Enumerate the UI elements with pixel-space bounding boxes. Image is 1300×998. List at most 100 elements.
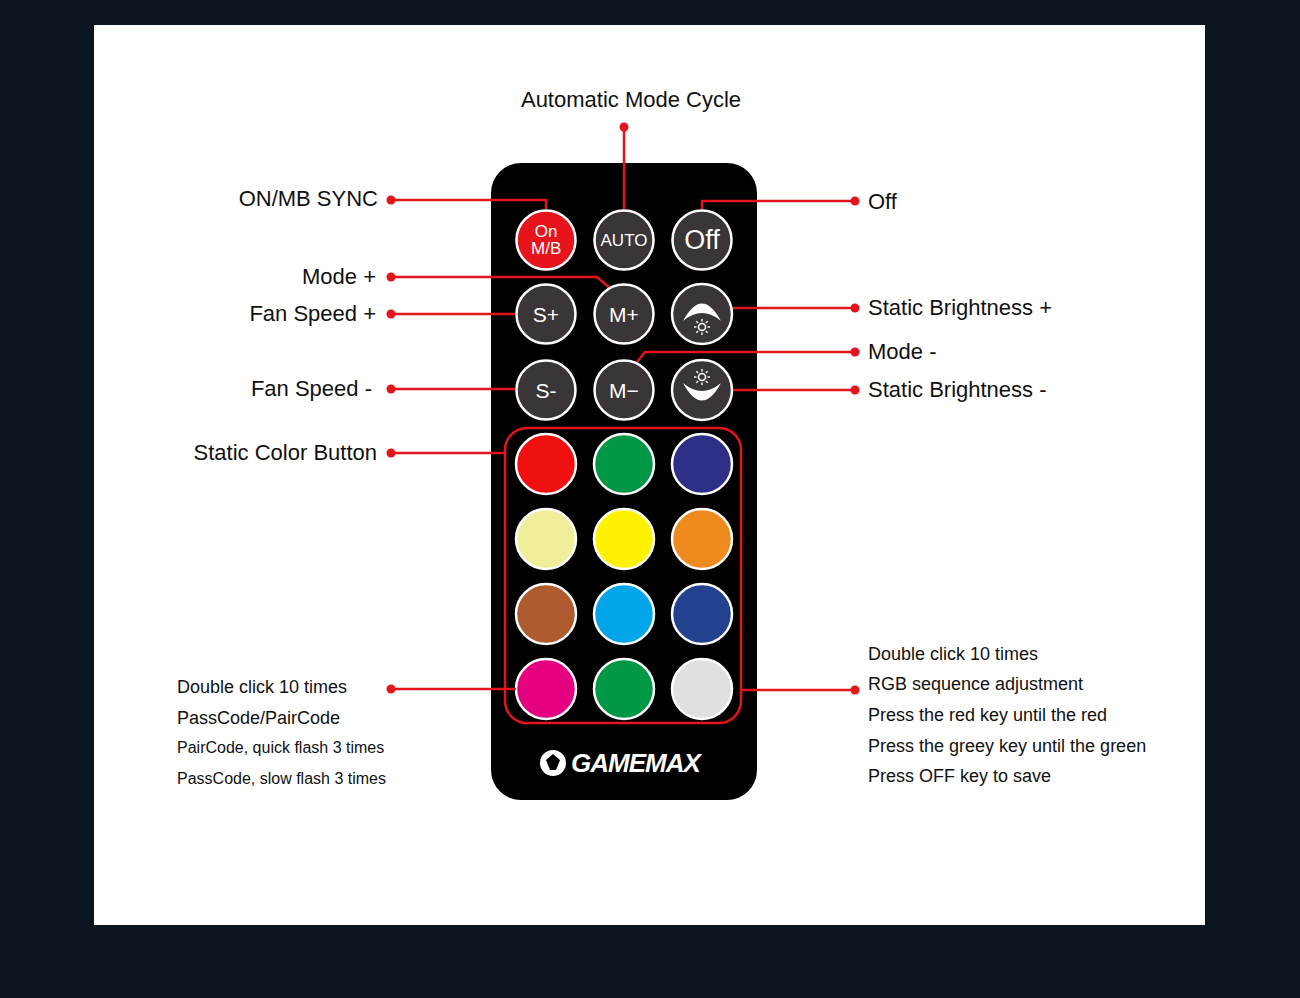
sun-ray	[701, 319, 702, 322]
key-shape	[672, 360, 732, 420]
remote-key: M+	[593, 283, 655, 345]
key-label: M+	[593, 304, 655, 325]
color-key	[516, 584, 576, 644]
remote-key: Off	[671, 209, 733, 271]
remote-key: AUTO	[593, 209, 655, 271]
callout-label: Fan Speed -	[251, 376, 372, 402]
chevron	[683, 304, 721, 322]
color-key	[672, 509, 732, 569]
callout-label: Press the greey key until the green	[868, 736, 1146, 757]
leader-dot	[851, 348, 860, 357]
callout-label: Static Brightness -	[868, 377, 1047, 403]
remote-key: S+	[515, 283, 577, 345]
remote-body	[491, 163, 757, 800]
leader-dot	[387, 449, 396, 458]
leader-dot	[851, 386, 860, 395]
leader-line	[623, 127, 626, 209]
leader-dot	[387, 273, 396, 282]
leader-line	[733, 307, 855, 310]
color-keys	[516, 434, 732, 719]
remote-key: M−	[593, 359, 655, 421]
sun-ray	[694, 376, 697, 377]
logo-emblem	[540, 750, 566, 776]
sun-ray	[696, 331, 698, 333]
color-key	[594, 509, 654, 569]
sun-ray	[701, 369, 702, 372]
callout-label: Static Color Button	[194, 440, 377, 466]
callout-label: PairCode, quick flash 3 times	[177, 739, 384, 757]
callout-label: RGB sequence adjustment	[868, 674, 1083, 695]
callout-label: Static Brightness +	[868, 295, 1052, 321]
color-key	[672, 434, 732, 494]
key-label: S+	[515, 304, 577, 325]
key-label: AUTO	[593, 232, 655, 249]
leader-dot	[387, 685, 396, 694]
callout-label: ON/MB SYNC	[239, 186, 378, 212]
color-key-frame	[505, 428, 741, 723]
leader-line	[733, 389, 855, 392]
sun-ray	[708, 326, 711, 327]
key-label: M−	[593, 380, 655, 401]
color-key	[516, 509, 576, 569]
color-key	[594, 584, 654, 644]
sun-ray	[706, 381, 708, 383]
sun-ray	[706, 331, 708, 333]
leader-line	[637, 352, 855, 362]
sun-ray	[694, 326, 697, 327]
leader-dot	[387, 310, 396, 319]
leader-line	[702, 201, 855, 209]
callout-label: Automatic Mode Cycle	[521, 87, 741, 113]
leader-dot	[851, 197, 860, 206]
color-key	[516, 659, 576, 719]
sun-ray	[706, 321, 708, 323]
sun-ray	[696, 381, 698, 383]
key-shape	[672, 284, 732, 344]
sun-ray	[706, 371, 708, 373]
sun-ray	[701, 383, 702, 386]
callout-label: Double click 10 times	[868, 644, 1038, 665]
sun-icon	[699, 324, 706, 331]
sun-ray	[701, 333, 702, 336]
leader-dot	[387, 385, 396, 394]
leader-line	[741, 689, 855, 692]
leader-line	[391, 688, 516, 691]
color-key	[594, 659, 654, 719]
leader-line	[391, 452, 505, 455]
brightness-key	[672, 284, 732, 344]
callout-label: PassCode/PairCode	[177, 708, 340, 729]
callout-label: Mode +	[302, 264, 376, 290]
callout-label: Off	[868, 189, 897, 215]
leader-line	[391, 313, 515, 316]
leader-line	[391, 277, 611, 289]
chevron	[683, 383, 721, 401]
remote-key: S-	[515, 359, 577, 421]
remote-key: On M/B	[515, 209, 577, 271]
leader-line	[391, 200, 546, 209]
callout-label: Fan Speed +	[249, 301, 376, 327]
leader-dot	[851, 304, 860, 313]
leader-lines	[387, 123, 860, 695]
leader-dot	[387, 196, 396, 205]
sun-ray	[696, 371, 698, 373]
color-key	[672, 659, 732, 719]
callout-label: Press OFF key to save	[868, 766, 1051, 787]
sun-ray	[708, 376, 711, 377]
sun-icon	[699, 374, 706, 381]
key-label: Off	[671, 227, 733, 254]
brand-logo: GAMEMAX	[571, 748, 700, 779]
callout-label: PassCode, slow flash 3 times	[177, 770, 386, 788]
sun-ray	[696, 321, 698, 323]
key-label: S-	[515, 380, 577, 401]
callout-label: Press the red key until the red	[868, 705, 1107, 726]
key-label: On M/B	[515, 223, 577, 257]
color-key	[516, 434, 576, 494]
leader-dot	[851, 686, 860, 695]
logo-emblem-mark	[546, 754, 560, 770]
leader-line	[391, 388, 515, 391]
callout-label: Mode -	[868, 339, 936, 365]
color-key	[672, 584, 732, 644]
brightness-key	[672, 360, 732, 420]
callout-label: Double click 10 times	[177, 677, 347, 698]
